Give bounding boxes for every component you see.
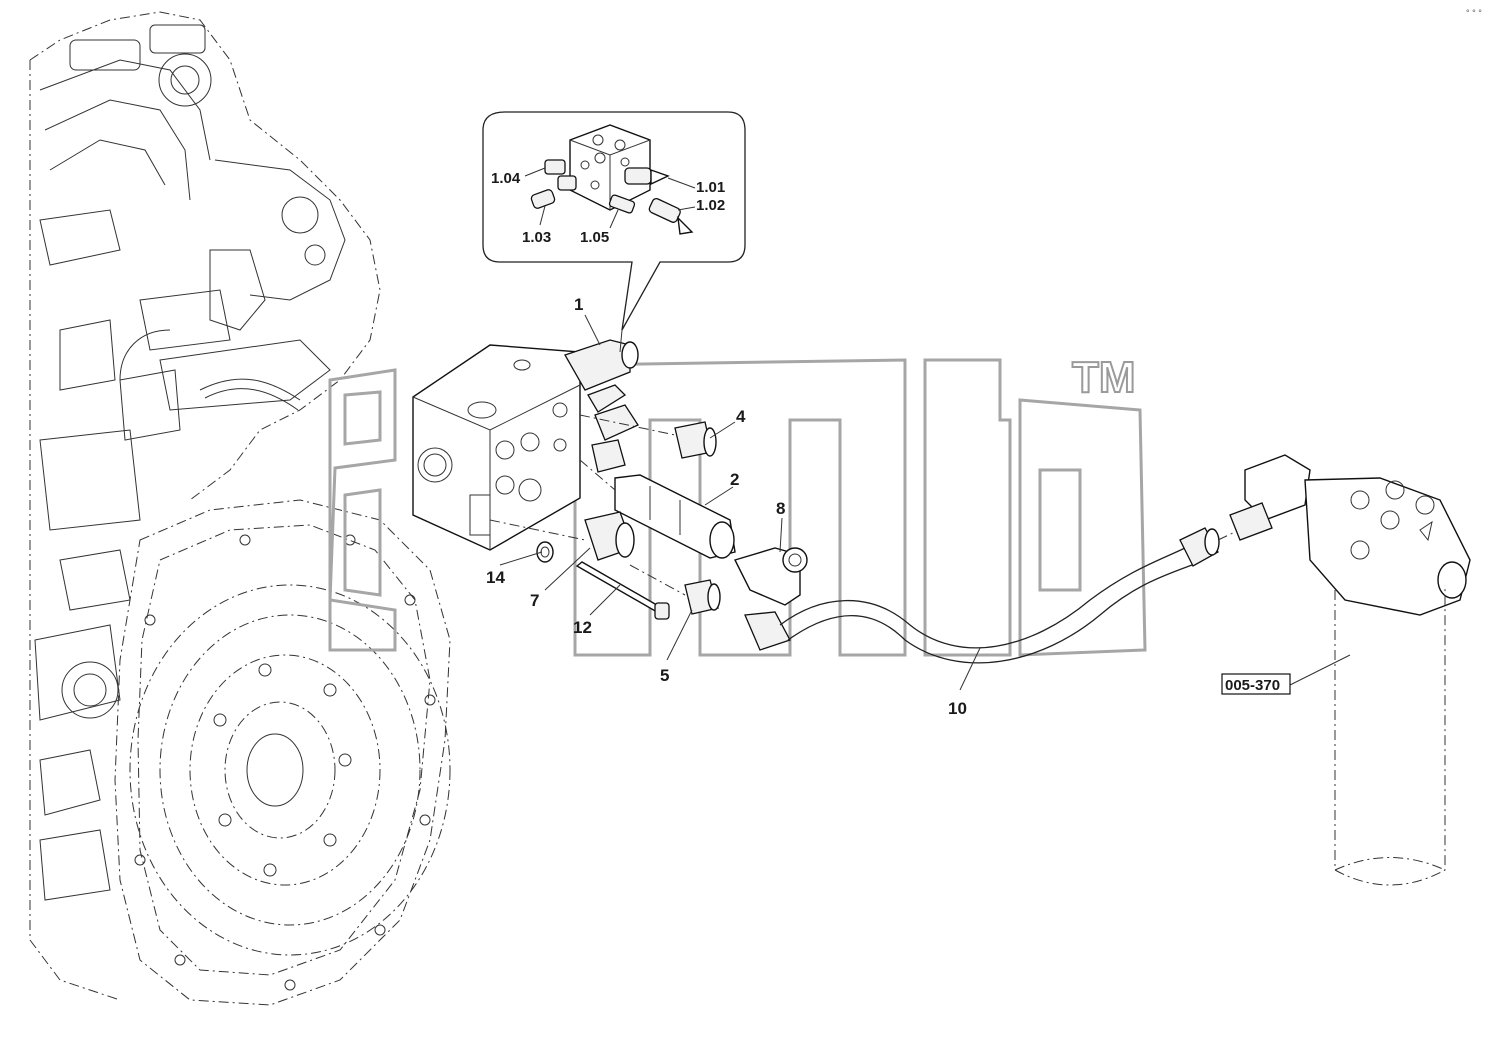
callout-5: 5 [660, 666, 669, 685]
tube-part-2 [579, 459, 736, 559]
callout-10: 10 [948, 699, 967, 718]
callout-1-03: 1.03 [522, 229, 551, 246]
adapter-part-7 [489, 511, 635, 561]
reference-label[interactable]: 005-370 [1225, 677, 1280, 694]
detail-part-103 [530, 189, 556, 226]
callout-1-01: 1.01 [696, 179, 725, 196]
callout-1-04: 1.04 [491, 170, 521, 187]
bubble-leader [619, 329, 623, 353]
engine-drawing [29, 11, 451, 1006]
watermark-logo: TM [328, 352, 1147, 657]
detail-bubble: 1.04 1.01 1.02 1.03 1.05 [482, 111, 746, 331]
watermark-tm: TM [1072, 353, 1136, 402]
callout-leaders [499, 314, 1351, 691]
detail-part-105 [608, 194, 636, 229]
filter-assembly [1229, 454, 1471, 886]
callout-7: 7 [530, 591, 539, 610]
fitting-part-4 [579, 414, 717, 459]
detail-part-102 [648, 197, 696, 235]
detail-part-101 [624, 167, 696, 189]
bolt-part-12 [575, 561, 670, 620]
callout-2: 2 [730, 470, 739, 489]
callout-1-05: 1.05 [580, 229, 609, 246]
elbow-part-8 [734, 547, 808, 606]
callout-12: 12 [573, 618, 592, 637]
hose-part-10 [744, 524, 1251, 664]
seal-part-14 [536, 541, 554, 563]
detail-part-104 [524, 159, 577, 191]
valve-block-part-1 [412, 339, 639, 551]
callout-1-02: 1.02 [696, 197, 725, 214]
fitting-part-5 [629, 564, 721, 615]
callout-1: 1 [574, 295, 583, 314]
reference-tag[interactable]: 005-370 [1221, 673, 1291, 695]
callout-4: 4 [736, 407, 746, 426]
callout-14: 14 [486, 568, 505, 587]
callout-8: 8 [776, 499, 785, 518]
detail-valve-block [569, 124, 651, 211]
corner-mark: ° ° ° [1466, 8, 1482, 18]
